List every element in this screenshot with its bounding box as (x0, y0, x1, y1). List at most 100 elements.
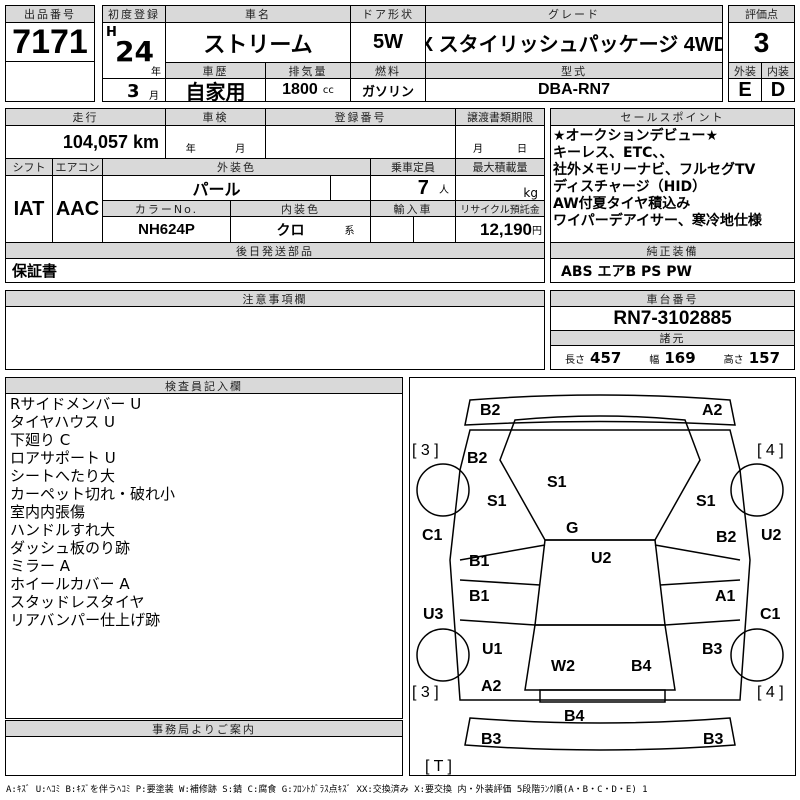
sales-point: AW付夏タイヤ積込み (553, 196, 691, 212)
ext-grade: E (728, 78, 762, 102)
import-label: 輸入車 (370, 200, 456, 217)
mark: C1 (760, 606, 781, 623)
lot-empty (5, 61, 95, 102)
reg-no (265, 125, 456, 159)
inspector-note: 室内内張傷 (10, 503, 86, 521)
mark: B4 (631, 658, 652, 675)
score: 3 (728, 22, 795, 63)
mark: A1 (715, 588, 736, 605)
equipment: ABS エアB PS PW (550, 258, 795, 283)
inspector-note: ダッシュ板のり跡 (10, 539, 131, 557)
lot-number: 7171 (5, 22, 95, 62)
recycle-label: リサイクル預託金 (455, 200, 545, 217)
ac: AAC (52, 175, 103, 243)
mark: U1 (482, 641, 503, 658)
mark: B3 (481, 731, 502, 748)
office-label: 事務局よりご案内 (5, 720, 403, 737)
cc-unit: cc (322, 84, 334, 96)
inspector-note: リアバンパー仕上げ跡 (10, 611, 161, 629)
mark: A2 (481, 678, 502, 695)
mark: U2 (591, 550, 612, 567)
max-load-unit: kg (455, 175, 545, 201)
reg-month: 3 (127, 81, 140, 102)
inspector-note: 下廻り C (10, 431, 71, 449)
first-reg-label: 初度登録 (102, 5, 166, 23)
chassis-label: 車台番号 (550, 290, 795, 307)
notes-box (5, 306, 545, 370)
length: 457 (590, 349, 622, 367)
width: 169 (664, 349, 696, 367)
ac-label: エアコン (52, 158, 103, 176)
mark: [ 3 ] (412, 684, 439, 701)
inspector-box (5, 393, 403, 719)
mark: B1 (469, 553, 490, 570)
fuel: ガソリン (350, 78, 426, 102)
car-diagram: B2 A2 [ 3 ] [ 4 ] B2 S1 S1 S1 G C1 U2 B2… (412, 394, 784, 775)
sales-point: ワイパーデアイサー、寒冷地仕様 (553, 213, 762, 229)
color-no: NH624P (102, 216, 231, 243)
import-a (370, 216, 414, 243)
mark: [ T ] (425, 758, 452, 775)
max-load-label: 最大積載量 (455, 158, 545, 176)
transfer-cell: 月日 (455, 125, 545, 159)
inspector-note: タイヤハウス U (10, 413, 115, 431)
mark: B1 (469, 588, 490, 605)
equipment-label: 純正装備 (550, 242, 795, 259)
ext-label: 外装 (728, 62, 762, 79)
mark: B3 (702, 641, 723, 658)
inspection-label: 車検 (165, 108, 266, 126)
mark: U2 (761, 527, 782, 544)
later-parts: 保証書 (5, 258, 545, 283)
shift-label: シフト (5, 158, 53, 176)
color-extra (330, 175, 371, 201)
grade-label: グレード (425, 5, 723, 23)
inspector-note: ミラー A (10, 557, 71, 575)
mileage: 104,057 km (5, 125, 166, 159)
mark: C1 (422, 527, 443, 544)
inspector-note: ロアサポート U (10, 449, 116, 467)
mark: B4 (564, 708, 585, 725)
mark: S1 (696, 493, 716, 510)
yen-unit: 円 (532, 226, 542, 237)
capacity-unit: 人 (439, 184, 449, 196)
sales-points-label: セールスポイント (550, 108, 795, 126)
lot-label: 出品番号 (5, 5, 95, 23)
legend: A:ｷｽﾞ U:ﾍｺﾐ B:ｷｽﾞを伴うﾍｺﾐ P:要塗装 W:補修跡 S:錆 … (6, 785, 648, 795)
capacity-label: 乗車定員 (370, 158, 456, 176)
inspector-note: Rサイドメンバー U (10, 395, 142, 413)
sales-point: キーレス、ETC、、 (553, 145, 674, 161)
mark: [ 3 ] (412, 442, 439, 459)
inspector-label: 検査員記入欄 (5, 377, 403, 394)
car-outline (416, 394, 784, 751)
transfer-day-unit: 日 (517, 144, 527, 155)
exterior-color: パール (102, 175, 331, 201)
inspector-note: シートへたり大 (10, 467, 116, 485)
length-label: 長さ (564, 355, 585, 366)
displacement-label: 排気量 (265, 62, 351, 79)
height: 157 (748, 349, 781, 367)
grade: X スタイリッシュパッケージ 4WD (425, 22, 723, 63)
capacity-cell: 7 人 (370, 175, 456, 201)
mark: U3 (423, 606, 444, 623)
import-b (413, 216, 456, 243)
inspector-note: カーペット切れ・破れ小 (10, 485, 176, 503)
int-label: 内装 (761, 62, 795, 79)
car-name: ストリーム (165, 22, 351, 63)
shift: IAT (5, 175, 53, 243)
inspector-note: ハンドルすれ大 (10, 521, 116, 539)
color-no-label: カラーNo. (102, 200, 231, 217)
insp-month-unit: 月 (235, 144, 246, 155)
mark: [ 4 ] (757, 684, 784, 701)
mark: S1 (547, 474, 567, 491)
mark: [ 4 ] (757, 442, 784, 459)
int-grade: D (761, 78, 795, 102)
height-label: 高さ (723, 355, 744, 366)
month-unit: 月 (149, 91, 159, 102)
mileage-label: 走行 (5, 108, 166, 126)
width-label: 幅 (649, 355, 660, 366)
mark: B2 (467, 450, 488, 467)
car-name-label: 車名 (165, 5, 351, 23)
sales-points-list: ★オークションデビュー★ キーレス、ETC、、 社外メモリーナビ、フルセグTV … (553, 128, 762, 230)
capacity: 7 (417, 176, 429, 199)
